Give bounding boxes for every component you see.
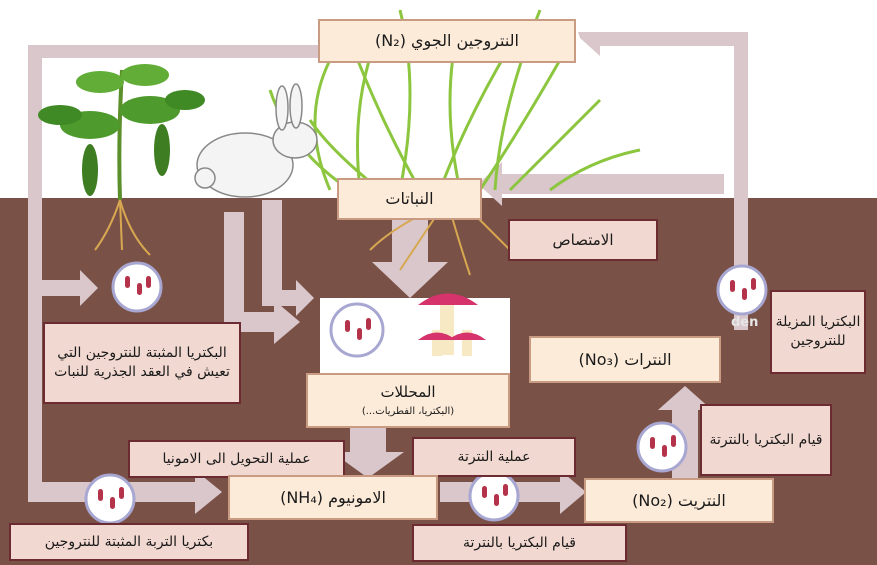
rabbit-icon <box>194 83 318 198</box>
arrow-nitrite-to-nitrate <box>658 386 712 478</box>
plants-box: النباتات <box>337 178 482 220</box>
bacteria-icon <box>716 264 768 316</box>
absorption-box: الامتصاص <box>508 219 658 261</box>
bean-plant-icon <box>38 64 205 201</box>
denitrifying-bacteria-box: البكتريا المزيلة للنتروجين <box>770 290 866 374</box>
den-label: den <box>731 315 758 330</box>
nitrification-box: عملية النترتة <box>412 437 576 477</box>
nitrifying-bacteria-box-2: قيام البكتريا بالنترتة <box>412 524 627 562</box>
ammonification-box: عملية التحويل الى الامونيا <box>128 440 345 478</box>
absorption-label: الامتصاص <box>552 230 614 249</box>
nitrification-label: عملية النترتة <box>457 448 531 465</box>
bacteria-icons <box>84 261 768 525</box>
arrow-rabbit-to-decomposers <box>262 200 314 316</box>
arrow-left-to-bacteria <box>28 270 98 306</box>
decomposers-box: المحللات (البكتريا، الفطريات...) <box>306 373 510 428</box>
nitrifying-bacteria-label-2: قيام البكتريا بالنترتة <box>463 534 576 551</box>
nodule-bacteria-box: البكتريا المثبتة للنتروجين التي تعيش في … <box>43 322 241 404</box>
bacteria-icon <box>329 302 385 358</box>
bean-roots <box>94 199 151 256</box>
nitrite-box: النتريت (No₂) <box>584 478 774 523</box>
arrow-left-down <box>28 200 42 485</box>
nitrifying-bacteria-box-1: قيام البكتريا بالنترتة <box>700 404 832 476</box>
arrow-left-column <box>224 212 300 344</box>
atmospheric-nitrogen-label: النتروجين الجوي (N₂) <box>375 31 519 51</box>
nitrite-label: النتريت (No₂) <box>632 490 726 510</box>
nitrates-label: النترات (No₃) <box>578 349 672 369</box>
ammonification-label: عملية التحويل الى الامونيا <box>162 450 311 467</box>
arrow-absorption <box>478 162 724 206</box>
bacteria-rods <box>98 276 756 509</box>
decomposers-examples: (البكتريا، الفطريات...) <box>361 406 455 418</box>
bacteria-icon <box>84 473 136 525</box>
bacteria-icon <box>636 421 688 473</box>
plants-label: النباتات <box>385 189 434 209</box>
nitrates-box: النترات (No₃) <box>529 336 721 383</box>
nitrifying-bacteria-label-1: قيام البكتريا بالنترتة <box>709 431 823 448</box>
soil-bacteria-box: بكتريا التربة المثبتة للنتروجين <box>9 523 249 561</box>
arrow-plants-to-decomposers <box>372 218 448 298</box>
nodule-bacteria-label: البكتريا المثبتة للنتروجين التي تعيش في … <box>54 345 230 380</box>
atmospheric-nitrogen-box: النتروجين الجوي (N₂) <box>318 19 576 63</box>
decomposers-label: المحللات <box>380 383 436 402</box>
ammonium-label: الامونيوم (NH₄) <box>280 487 386 507</box>
ammonium-box: الامونيوم (NH₄) <box>228 475 438 520</box>
arrow-decomposers-to-ammonium <box>332 420 404 478</box>
denitrifying-bacteria-label: البكتريا المزيلة للنتروجين <box>775 314 861 349</box>
soil-bacteria-label: بكتريا التربة المثبتة للنتروجين <box>44 533 214 550</box>
bacteria-icon <box>468 470 520 522</box>
